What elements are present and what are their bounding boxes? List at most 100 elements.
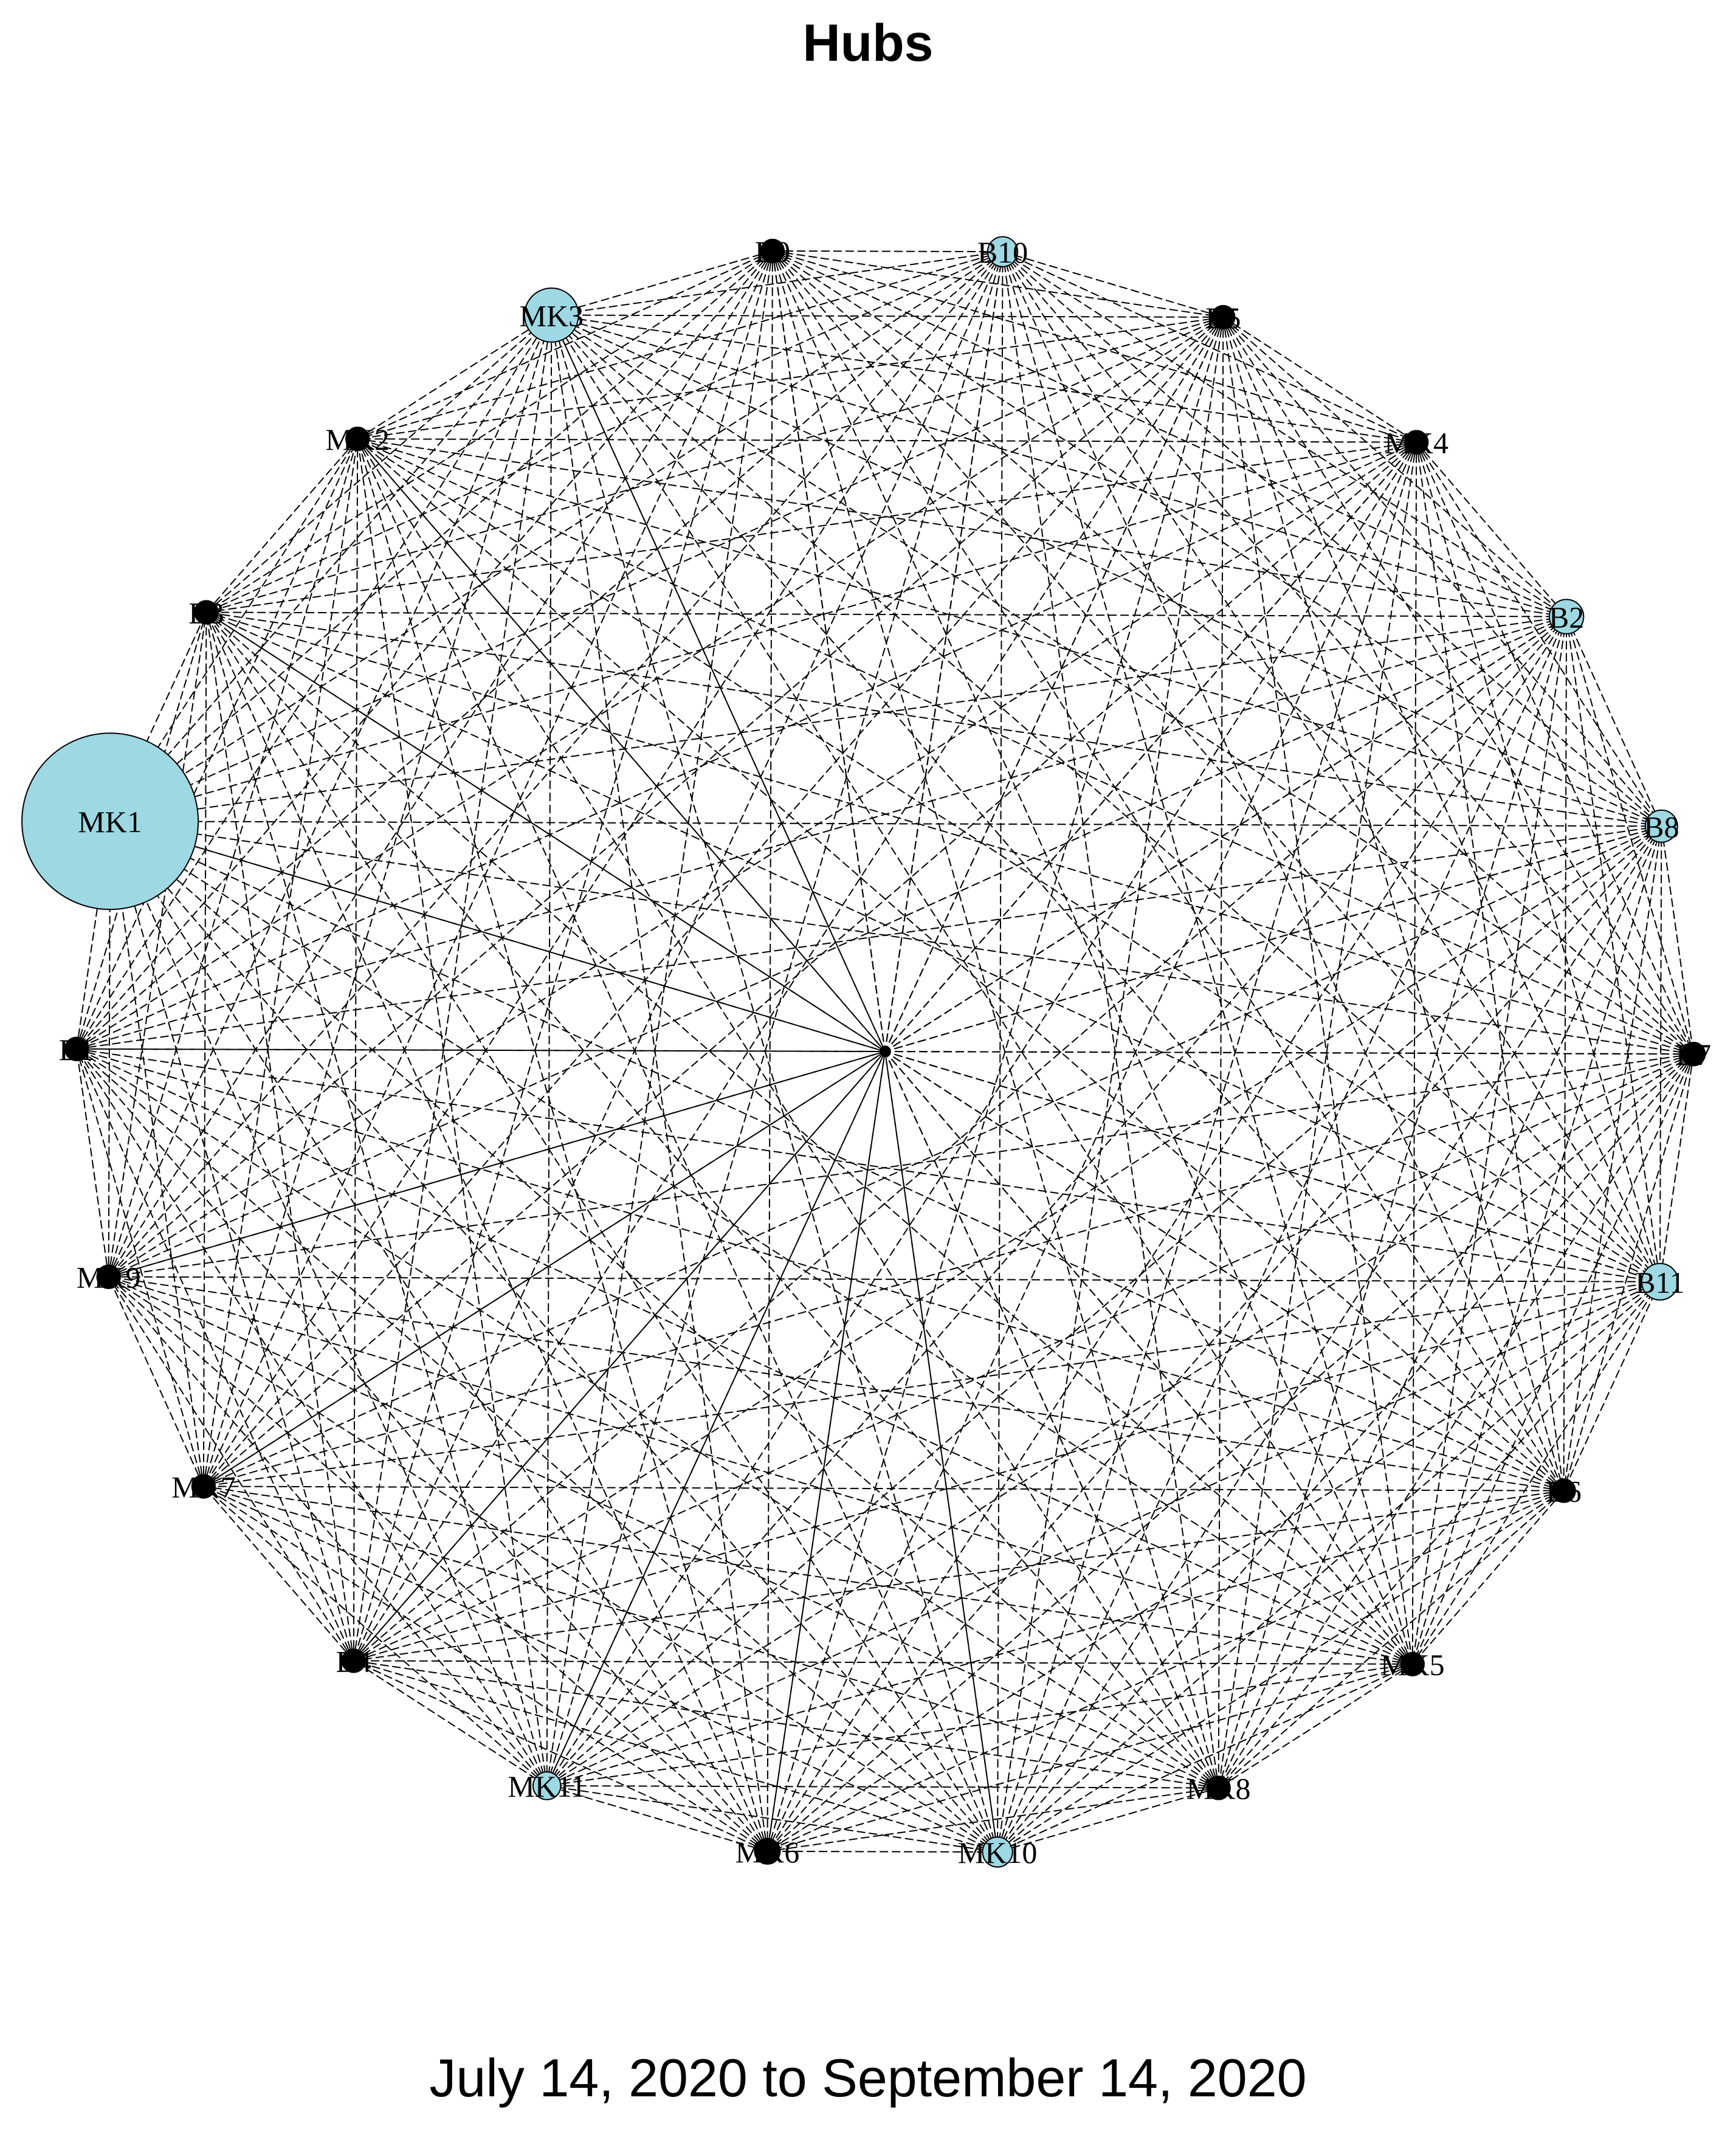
node-MK9 [96, 1264, 121, 1289]
edge-B8-MK1 [110, 821, 1662, 827]
edge-B11-B4 [353, 1281, 1661, 1662]
edge-B8-B7 [1661, 826, 1694, 1055]
edge-B5-B6 [1222, 317, 1565, 1491]
node-MK2 [345, 426, 370, 452]
spoke-MK4 [884, 441, 1417, 1052]
edge-MK6-MK3 [551, 315, 768, 1852]
spoke-B7 [884, 1051, 1694, 1055]
edge-B3-MK3 [205, 314, 552, 613]
edge-B4-MK2 [353, 439, 359, 1661]
edge-B9-B11 [772, 250, 1661, 1282]
node-B6 [1551, 1478, 1576, 1503]
edge-MK6-B3 [205, 611, 768, 1852]
figure-title: Hubs [802, 14, 934, 72]
edge-B11-MK11 [546, 1281, 1661, 1787]
edge-B9-MK2 [357, 250, 773, 440]
edge-B6-MK3 [551, 314, 1565, 1492]
node-MK4 [1404, 430, 1429, 455]
edge-B8-MK10 [997, 825, 1662, 1853]
edge-B9-MK5 [771, 250, 1413, 1665]
edge-B1-MK1 [76, 821, 111, 1049]
edge-B8-MK2 [357, 438, 1662, 827]
spoke-B8 [884, 825, 1662, 1052]
edge-B11-MK3 [551, 314, 1661, 1282]
node-MK7 [191, 1474, 216, 1499]
edge-MK5-MK1 [109, 821, 1413, 1665]
edge-B9-B10 [772, 250, 1003, 253]
edge-MK9-B3 [108, 612, 207, 1277]
spoke-B9 [771, 250, 886, 1052]
edge-MK10-B4 [353, 1660, 998, 1853]
edge-MK8-MK9 [108, 1276, 1219, 1789]
edge-MK10-B3 [205, 611, 998, 1853]
edge-B7-MK6 [766, 1053, 1694, 1852]
edge-MK11-MK9 [108, 1276, 548, 1786]
edge-B5-MK5 [1222, 317, 1413, 1665]
edge-MK10-B1 [76, 1048, 998, 1853]
edge-MK8-B1 [76, 1048, 1219, 1789]
edge-B7-MK3 [551, 314, 1694, 1055]
edge-B9-B3 [205, 250, 773, 613]
edge-B8-B11 [1659, 826, 1662, 1282]
edge-B5-B3 [206, 316, 1224, 613]
edge-MK8-B3 [205, 611, 1219, 1789]
node-MK10 [982, 1836, 1013, 1868]
edge-MK8-MK7 [203, 1485, 1219, 1789]
edge-B1-B3 [76, 612, 207, 1050]
edge-MK5-MK7 [203, 1485, 1413, 1665]
edge-B10-MK3 [551, 251, 1003, 316]
node-B1 [64, 1036, 89, 1062]
nodes-layer [21, 236, 1706, 1868]
edge-B5-B2 [1222, 317, 1567, 618]
edge-B2-B11 [1566, 616, 1661, 1282]
edge-B6-MK10 [997, 1490, 1565, 1853]
edge-B11-MK2 [357, 438, 1661, 1282]
spoke-MK5 [884, 1051, 1413, 1665]
edge-B4-MK9 [108, 1276, 354, 1661]
edge-B8-MK8 [1218, 825, 1662, 1789]
node-MK1 [21, 732, 199, 910]
node-label-MK2: MK2 [325, 422, 390, 456]
edge-MK7-MK2 [202, 438, 359, 1487]
node-B7 [1681, 1042, 1706, 1067]
node-label-B9: B9 [755, 235, 790, 269]
node-B2 [1548, 599, 1585, 635]
edge-B2-B1 [76, 616, 1567, 1050]
edge-B9-MK11 [546, 250, 773, 1786]
spoke-MK9 [108, 1051, 886, 1278]
edge-B5-MK4 [1222, 317, 1417, 443]
spoke-B2 [884, 616, 1567, 1052]
edge-MK11-MK3 [546, 315, 553, 1786]
edge-B11-MK6 [766, 1281, 1661, 1852]
node-label-B6: B6 [1546, 1475, 1581, 1509]
edge-B6-MK8 [1218, 1490, 1565, 1789]
spoke-MK7 [203, 1051, 886, 1487]
node-label-MK8: MK8 [1187, 1772, 1251, 1806]
node-B8 [1644, 809, 1678, 843]
edge-MK5-MK10 [997, 1663, 1413, 1853]
edge-B7-MK2 [357, 438, 1694, 1055]
node-label-B3: B3 [188, 596, 224, 630]
edge-MK8-MK6 [767, 1787, 1219, 1852]
edge-B7-MK7 [203, 1053, 1694, 1487]
edge-B10-B11 [1002, 251, 1661, 1282]
edge-B2-MK11 [546, 616, 1567, 1786]
edge-B7-MK11 [546, 1053, 1694, 1786]
edge-B8-MK11 [546, 825, 1662, 1786]
edge-B10-MK5 [1002, 251, 1413, 1665]
spoke-B4 [353, 1051, 886, 1662]
node-B4 [341, 1648, 366, 1673]
edge-MK6-B1 [76, 1048, 768, 1852]
edge-MK11-B3 [205, 612, 548, 1786]
edge-B7-MK5 [1411, 1053, 1694, 1665]
edge-MK6-B4 [353, 1660, 768, 1852]
node-label-MK6: MK6 [735, 1835, 800, 1869]
edge-B8-B6 [1563, 826, 1662, 1491]
spoke-B6 [884, 1051, 1565, 1492]
edge-MK5-MK9 [108, 1276, 1413, 1665]
node-label-MK11: MK11 [508, 1769, 586, 1803]
edge-MK4-MK6 [766, 442, 1417, 1852]
edge-MK11-MK7 [203, 1485, 548, 1786]
edge-B5-B11 [1222, 317, 1661, 1282]
